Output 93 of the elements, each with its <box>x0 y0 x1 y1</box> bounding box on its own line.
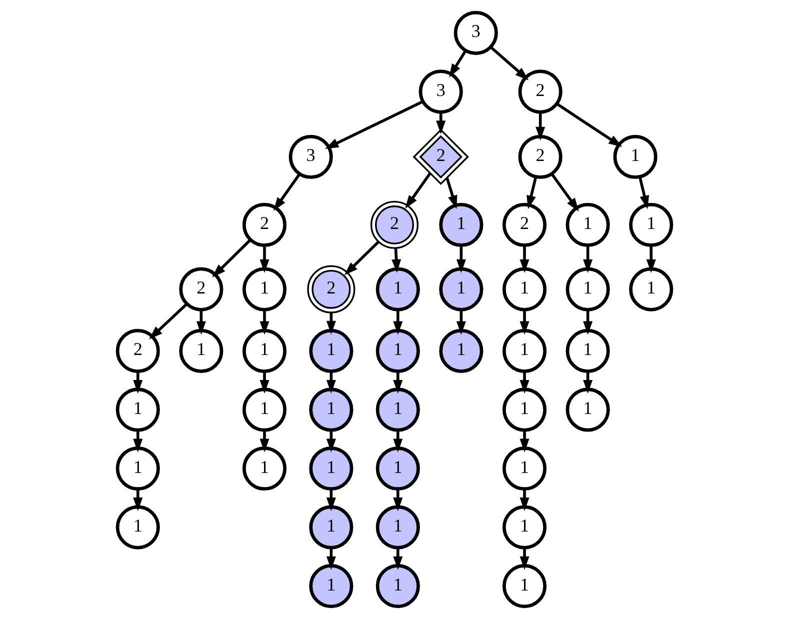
node-circle: 1 <box>115 446 160 491</box>
arrow <box>324 100 423 149</box>
node-circle: 1 <box>502 564 546 608</box>
arrow <box>519 548 529 570</box>
node-circle: 3 <box>288 134 332 179</box>
arrow <box>196 310 206 335</box>
arrow <box>326 548 336 570</box>
arrow <box>259 310 269 335</box>
node-circle: 1 <box>115 388 160 432</box>
node-circle: 1 <box>612 134 657 179</box>
node-circle: 1 <box>308 505 353 550</box>
node-circle: 2 <box>370 200 418 249</box>
node-circle: 1 <box>242 446 286 491</box>
arrow <box>392 372 402 394</box>
node-circle: 1 <box>178 328 223 373</box>
arrow <box>456 310 466 335</box>
node-circle: 1 <box>375 267 420 312</box>
arrow <box>259 430 269 452</box>
arrow <box>556 102 622 148</box>
node-circle: 1 <box>375 388 420 432</box>
arrow <box>326 312 336 334</box>
arrow <box>456 245 466 273</box>
arrow <box>212 238 251 278</box>
arrow <box>392 430 402 452</box>
node-circle: 2 <box>518 70 562 114</box>
node-circle: 1 <box>502 388 546 432</box>
node-circle: 1 <box>565 267 610 312</box>
node-circle: 2 <box>115 328 160 373</box>
node-circle: 1 <box>502 328 546 373</box>
node-circle: 1 <box>308 564 353 608</box>
arrow <box>392 489 402 512</box>
arrow <box>272 173 300 212</box>
node-circle: 1 <box>438 328 483 373</box>
node-circle: 1 <box>308 388 353 432</box>
node-diamond: 2 <box>412 128 468 185</box>
node-circle: 1 <box>502 446 546 491</box>
arrow <box>259 372 269 394</box>
arrow <box>582 372 592 394</box>
node-circle: 1 <box>438 202 483 247</box>
arrow <box>148 302 188 340</box>
node-circle: 2 <box>306 265 355 314</box>
arrow <box>392 548 402 570</box>
arrow <box>392 310 402 335</box>
arrow <box>519 430 529 452</box>
arrow <box>448 50 466 78</box>
node-circle: 1 <box>375 505 420 550</box>
arrow <box>519 310 529 335</box>
node-circle: 1 <box>565 328 610 373</box>
arrow <box>326 372 336 394</box>
node-circle: 1 <box>502 267 546 312</box>
node-circle: 2 <box>518 134 562 179</box>
arrow <box>646 245 656 273</box>
arrow <box>535 112 545 140</box>
arrow <box>582 245 592 273</box>
arrow <box>582 310 592 335</box>
node-circle: 1 <box>628 202 673 247</box>
arrow <box>344 240 380 276</box>
arrow <box>259 245 269 273</box>
node-circle: 1 <box>502 505 546 550</box>
node-circle: 1 <box>375 328 420 373</box>
node-circle: 1 <box>308 328 353 373</box>
node-circle: 1 <box>628 267 673 312</box>
arrow <box>489 46 528 80</box>
node-circle: 1 <box>308 446 353 491</box>
node-circle: 1 <box>565 202 610 247</box>
node-circle: 1 <box>565 388 610 432</box>
arrow <box>519 245 529 273</box>
arrow <box>436 112 446 134</box>
arrow <box>326 489 336 512</box>
node-circle: 1 <box>438 267 483 312</box>
arrow <box>519 489 529 512</box>
node-circle: 1 <box>375 446 420 491</box>
node-circle: 1 <box>115 505 160 550</box>
arrow <box>132 430 142 452</box>
arrow <box>132 489 142 512</box>
arrow <box>132 372 142 394</box>
arrow <box>404 172 431 209</box>
node-circle: 2 <box>178 267 223 312</box>
node-circle: 1 <box>242 328 286 373</box>
arrow <box>391 248 401 273</box>
node-circle: 1 <box>242 388 286 432</box>
arrow <box>638 176 649 210</box>
node-circle: 1 <box>242 267 286 312</box>
arrow <box>519 372 529 394</box>
node-circle: 1 <box>375 564 420 608</box>
arrow <box>326 430 336 452</box>
arrow <box>550 173 578 212</box>
node-circle: 2 <box>242 202 286 247</box>
arrow <box>445 177 457 210</box>
arrow <box>526 176 537 210</box>
node-circle: 3 <box>418 70 462 114</box>
node-circle: 3 <box>453 10 498 55</box>
node-circle: 2 <box>502 202 546 247</box>
